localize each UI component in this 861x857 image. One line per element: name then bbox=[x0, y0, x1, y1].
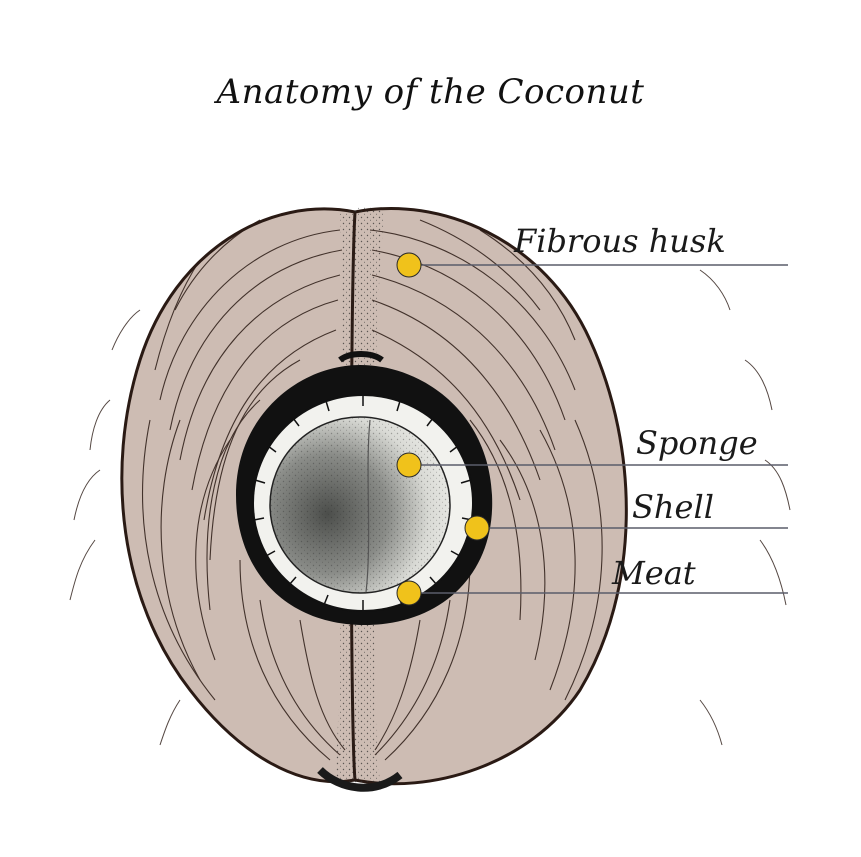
label-sponge: Sponge bbox=[636, 424, 758, 462]
label-meat: Meat bbox=[612, 554, 696, 592]
label-shell: Shell bbox=[632, 488, 714, 526]
markers bbox=[396, 252, 490, 606]
marker-fibrous-husk-icon bbox=[396, 252, 422, 278]
leader-lines bbox=[409, 264, 788, 594]
husk-fibres-right bbox=[369, 219, 603, 761]
marker-meat-icon bbox=[396, 580, 422, 606]
husk-fuzz bbox=[69, 269, 791, 746]
marker-sponge-icon bbox=[396, 452, 422, 478]
husk-fibres-left bbox=[142, 219, 346, 761]
diagram-title: Anatomy of the Coconut bbox=[216, 72, 645, 112]
label-fibrous-husk: Fibrous husk bbox=[514, 222, 726, 260]
marker-shell-icon bbox=[464, 515, 490, 541]
sponge bbox=[269, 416, 451, 594]
